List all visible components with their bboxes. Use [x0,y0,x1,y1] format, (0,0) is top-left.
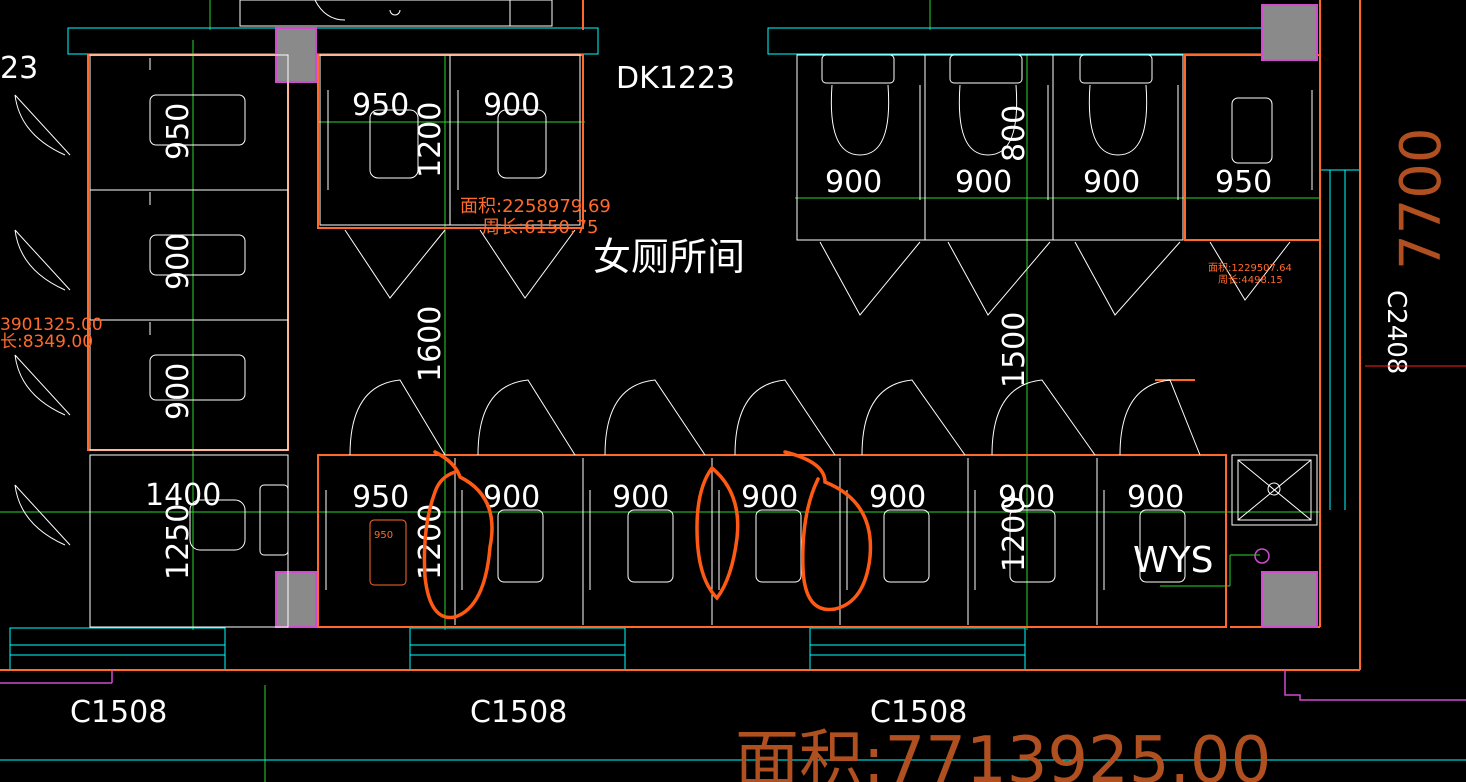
big-area-text: 面积:7713925.00 [735,724,1271,782]
area-text: 面积:2258979.69 [460,196,611,217]
markup-circle-3 [783,450,873,612]
dim-top-2: 900 [483,88,540,123]
fixtures [14,0,1318,628]
dim-bottom-6: 900 [998,480,1055,515]
small-fixture [369,519,407,586]
dim-bottom-7: 900 [1127,480,1184,515]
tiny-label: 950 [374,530,393,541]
dim-tr-2: 900 [955,165,1012,200]
column-bottom-right [1261,571,1318,628]
dim-left-3: 900 [161,363,196,420]
equipment-label: WYS [1133,540,1213,581]
columns [275,4,1318,628]
dim-tr-1: 900 [825,165,882,200]
dim-bottom-depth-right: 1200 [997,496,1032,572]
dim-left-1: 950 [161,103,196,160]
perimeter-text: 周长:6150.75 [482,217,599,238]
markup-circle-2 [695,466,740,601]
column-top-right [1261,4,1318,61]
drain-circle [1254,548,1270,564]
window-label-1: C1508 [70,695,167,730]
walls [0,0,1361,671]
window-label-3: C1508 [870,695,967,730]
markup-circle-1 [422,450,494,620]
dim-bottom-4: 900 [741,480,798,515]
dim-bottom-1: 950 [352,480,409,515]
dim-bottom-2: 900 [483,480,540,515]
axis-lines [0,0,1320,782]
dim-tr-depth: 800 [997,105,1032,162]
right-big-text: 7700 [1389,127,1454,270]
column-bottom-left [275,571,317,628]
left-perimeter-text: 长:8349.00 [0,332,93,352]
dim-top-depth: 1200 [413,102,448,178]
right-perimeter-text: 周长:4498.15 [1218,274,1283,286]
dim-top-1: 950 [352,88,409,123]
dim-bottom-depth-left: 1200 [413,504,448,580]
dim-tr-4: 950 [1215,165,1272,200]
window-label-2: C1508 [470,695,567,730]
markup-circles [422,450,873,620]
dim-bottom-3: 900 [612,480,669,515]
dim-left-small: 1400 [145,478,221,513]
room-name: 女厕所间 [593,235,745,279]
right-area-text: 面积:1229507.64 [1208,262,1292,274]
dim-left-small-depth: 1250 [161,504,196,580]
right-edge-label: C2408 [1381,290,1411,374]
magenta-edges [0,670,1466,701]
dim-aisle-left: 1600 [413,306,448,382]
left-edge-label: 23 [0,51,38,86]
dim-aisle-right: 1500 [997,312,1032,388]
dim-left-2: 900 [161,233,196,290]
cyan-lines [0,27,1466,761]
dim-tr-3: 900 [1083,165,1140,200]
door-label: DK1223 [616,61,735,96]
dim-bottom-5: 900 [869,480,926,515]
left-area-text: 3901325.00 [0,315,103,335]
